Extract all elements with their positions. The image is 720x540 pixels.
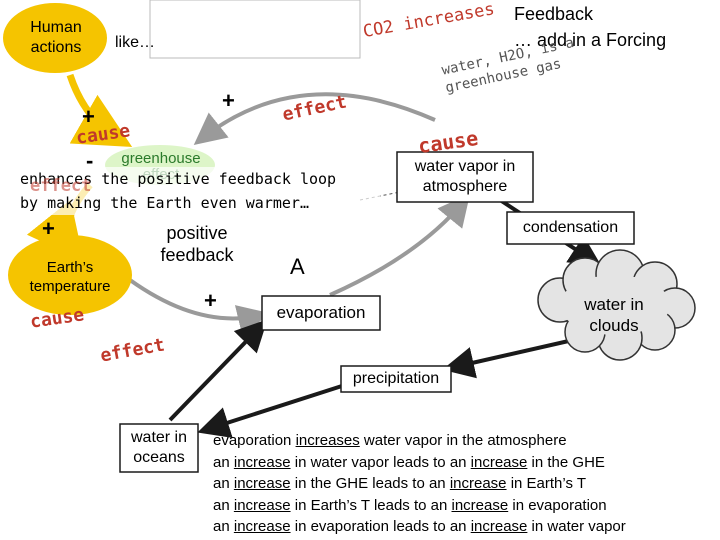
human-actions-node — [3, 3, 107, 73]
feedback-title: Feedback — [514, 4, 594, 24]
arrow-precip-to-oceans — [197, 383, 346, 438]
explanation-line: an increase in the GHE leads to an incre… — [213, 475, 587, 492]
explanation-line: an increase in evaporation leads to an i… — [213, 518, 626, 535]
plus-sign: + — [204, 288, 217, 313]
water-vapor-label: water vapor in atmosphere — [414, 158, 516, 195]
arrow-earth-to-evaporation — [128, 278, 270, 337]
earth-temp-label: Earth’s temperature — [29, 259, 111, 295]
human-actions-label: Human actions — [30, 19, 82, 56]
loop-letter: A — [290, 254, 305, 279]
water-in-clouds-label: water in clouds — [584, 295, 644, 335]
effect-label: effect — [30, 176, 92, 196]
feedback-subtitle: … add in a Forcing — [514, 30, 667, 50]
precipitation-box — [340, 365, 452, 393]
explanation-block: evaporation increases water vapor in the… — [213, 430, 718, 538]
precipitation-label: precipitation — [352, 370, 440, 387]
cloud-shape — [537, 249, 696, 361]
loop-caption-line1: enhances the positive feedback loop — [20, 170, 337, 188]
arrow-evaporation-to-vapor — [329, 193, 471, 297]
water-vapor-box — [396, 151, 534, 203]
explanation-line: an increase in Earth’s T leads to an inc… — [213, 496, 607, 514]
positive-feedback-label: positive feedback — [160, 223, 234, 265]
loop-caption-line2: by making the Earth even warmer… — [20, 194, 309, 212]
plus-sign: + — [222, 88, 235, 113]
plus-sign: + — [82, 104, 95, 129]
image-placeholder — [149, 0, 361, 59]
arrow-oceans-to-evaporation — [168, 319, 268, 422]
minus-sign: - — [86, 148, 94, 173]
earth-temp-node — [8, 235, 132, 315]
explanation-line: an increase in water vapor leads to an i… — [213, 453, 605, 471]
plus-sign: + — [42, 216, 55, 241]
condensation-label: condensation — [522, 219, 619, 236]
oceans-box — [119, 423, 199, 473]
water-in-oceans-label: water in oceans — [130, 429, 188, 466]
evaporation-label: evaporation — [276, 303, 366, 322]
like-label: like… — [115, 34, 156, 51]
arrow-human-to-ghe — [66, 73, 133, 147]
loop-caption: enhances the positive feedback loop by m… — [20, 167, 380, 215]
arrow-vapor-to-ghe — [193, 92, 436, 145]
condensation-box — [506, 211, 635, 245]
explanation-line: evaporation increases water vapor in the… — [213, 432, 567, 449]
evaporation-box — [261, 295, 381, 331]
